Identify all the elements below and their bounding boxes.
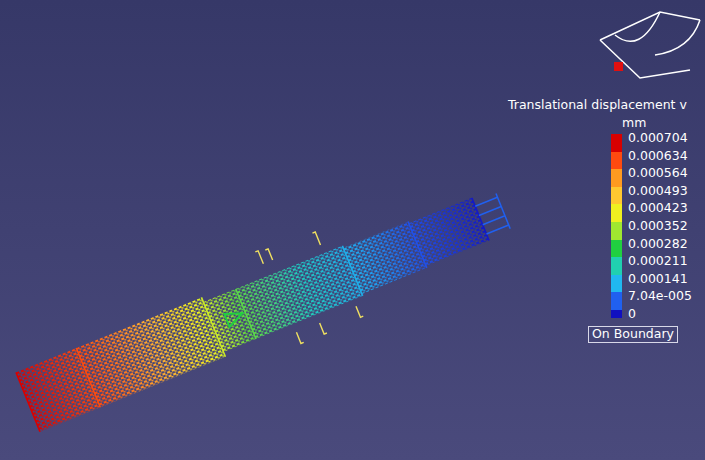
color-swatch [611, 240, 622, 258]
legend-value: 7.04e-005 [628, 290, 692, 303]
color-swatch [611, 169, 622, 187]
boundary-label: On Boundary [588, 326, 678, 343]
legend-value: 0.000211 [628, 255, 688, 268]
color-swatch [611, 275, 622, 293]
legend-value: 0.000704 [628, 132, 688, 145]
legend-value: 0.000634 [628, 150, 688, 163]
legend-value: 0.000141 [628, 273, 688, 286]
unit-label: mm [622, 117, 646, 130]
legend-value: 0.000564 [628, 167, 688, 180]
legend-value: 0 [628, 308, 636, 321]
legend-value: 0.000493 [628, 185, 688, 198]
legend-title: Translational displacement v [508, 99, 687, 112]
color-swatch [611, 204, 622, 222]
color-swatch [611, 134, 622, 152]
color-swatch [611, 292, 622, 310]
color-swatch [611, 310, 622, 318]
color-swatch [611, 257, 622, 275]
legend-value: 0.000423 [628, 202, 688, 215]
legend-value: 0.000352 [628, 220, 688, 233]
color-swatch [611, 222, 622, 240]
legend-value: 0.000282 [628, 238, 688, 251]
color-swatch [611, 152, 622, 170]
color-swatch [611, 187, 622, 205]
